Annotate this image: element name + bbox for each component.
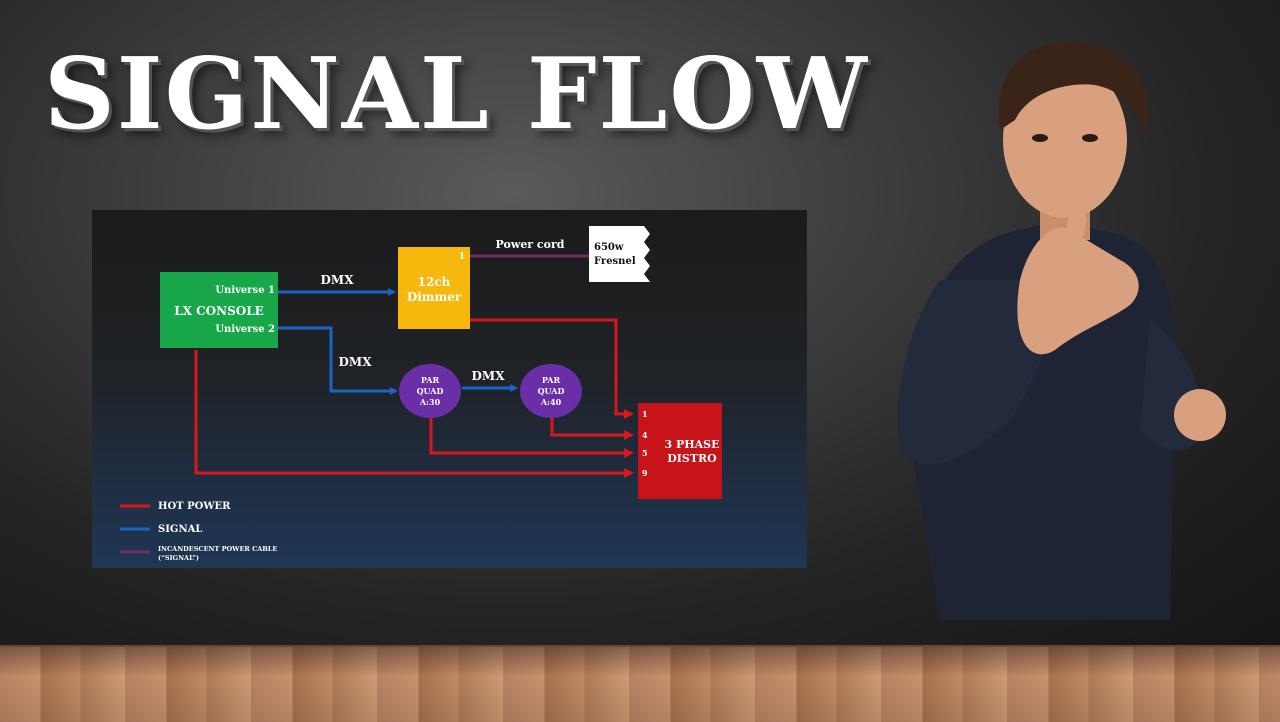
dimmer-box xyxy=(398,247,470,329)
console-universe2-label: Universe 2 xyxy=(215,324,275,335)
distro-box xyxy=(638,403,722,499)
fresnel-label-line1: 650w xyxy=(594,242,624,253)
signal-flow-diagram: Universe 1 LX CONSOLE Universe 2 1 12ch … xyxy=(92,210,807,568)
par2-to-distro-line xyxy=(550,418,634,440)
universe2-dmx-line xyxy=(278,326,398,395)
distro-label-line2: DISTRO xyxy=(667,452,717,465)
distro-port-4: 4 xyxy=(642,430,648,440)
console-universe1-label: Universe 1 xyxy=(215,285,275,296)
par1-line1: PAR xyxy=(421,375,440,385)
dmx-label-3: DMX xyxy=(472,369,506,383)
par2-line2: QUAD xyxy=(538,386,565,396)
dimmer-port-label: 1 xyxy=(459,252,465,262)
distro-port-1: 1 xyxy=(642,409,648,419)
par2-line3: A:40 xyxy=(540,397,562,407)
distro-port-5: 5 xyxy=(642,448,648,458)
par1-to-distro-line xyxy=(429,418,634,458)
par1-line3: A:30 xyxy=(419,397,441,407)
dimmer-label-line1: 12ch xyxy=(418,275,451,289)
dmx-label-2: DMX xyxy=(339,355,373,369)
legend-incandescent-label-1: INCANDESCENT POWER CABLE xyxy=(158,545,277,553)
page-title: SIGNAL FLOW xyxy=(44,37,869,152)
wood-floor xyxy=(0,645,1280,722)
legend-incandescent-label-2: (“SIGNAL”) xyxy=(158,554,199,562)
console-label: LX CONSOLE xyxy=(174,304,264,318)
par-quad-a30 xyxy=(399,364,461,418)
fresnel-box xyxy=(589,226,650,282)
dmx-label-1: DMX xyxy=(321,273,355,287)
power-cord-label: Power cord xyxy=(496,238,565,251)
hot-power-lines xyxy=(194,318,634,478)
diagram-canvas: Universe 1 LX CONSOLE Universe 2 1 12ch … xyxy=(120,226,722,562)
par1-line2: QUAD xyxy=(417,386,444,396)
distro-port-9: 9 xyxy=(642,468,648,478)
par-quad-a40 xyxy=(520,364,582,418)
par2-line1: PAR xyxy=(542,375,561,385)
distro-label-line1: 3 PHASE xyxy=(664,438,719,451)
presenter-figure xyxy=(897,41,1226,620)
dimmer-to-distro-line xyxy=(470,318,634,419)
console-to-distro-line xyxy=(194,350,634,478)
signal-lines xyxy=(278,288,518,395)
lx-console-box xyxy=(160,272,278,348)
legend-signal-label: SIGNAL xyxy=(158,524,202,535)
legend-hot-power-label: HOT POWER xyxy=(158,501,231,512)
dimmer-label-line2: Dimmer xyxy=(407,290,462,304)
fresnel-label-line2: Fresnel xyxy=(594,256,636,267)
